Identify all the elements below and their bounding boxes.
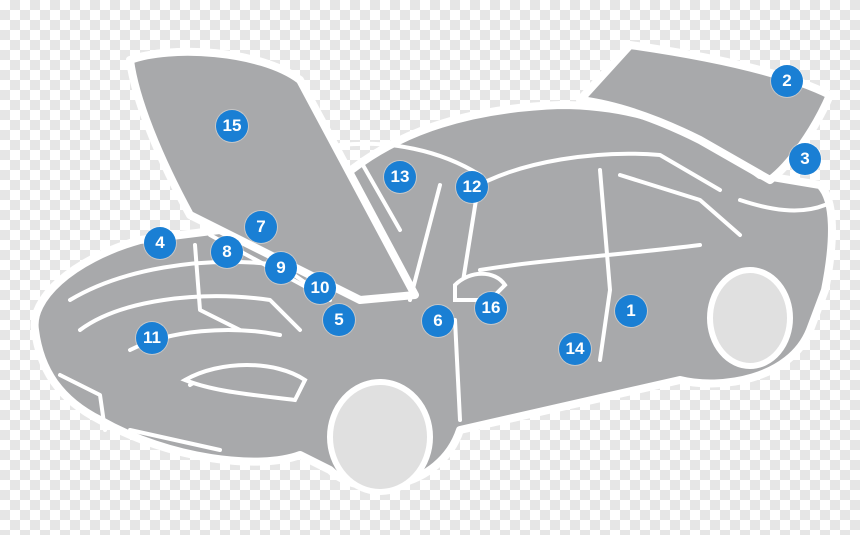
marker-4: 4: [144, 227, 176, 259]
marker-2: 2: [771, 65, 803, 97]
marker-8: 8: [211, 236, 243, 268]
marker-14: 14: [559, 333, 591, 365]
marker-12: 12: [456, 171, 488, 203]
marker-15: 15: [216, 110, 248, 142]
marker-6: 6: [422, 305, 454, 337]
front-wheel: [330, 382, 430, 492]
rear-wheel: [710, 270, 790, 366]
marker-5: 5: [323, 304, 355, 336]
marker-10: 10: [304, 272, 336, 304]
marker-3: 3: [789, 143, 821, 175]
marker-16: 16: [475, 292, 507, 324]
marker-1: 1: [615, 295, 647, 327]
marker-13: 13: [384, 161, 416, 193]
marker-7: 7: [245, 211, 277, 243]
marker-11: 11: [136, 322, 168, 354]
marker-9: 9: [265, 252, 297, 284]
